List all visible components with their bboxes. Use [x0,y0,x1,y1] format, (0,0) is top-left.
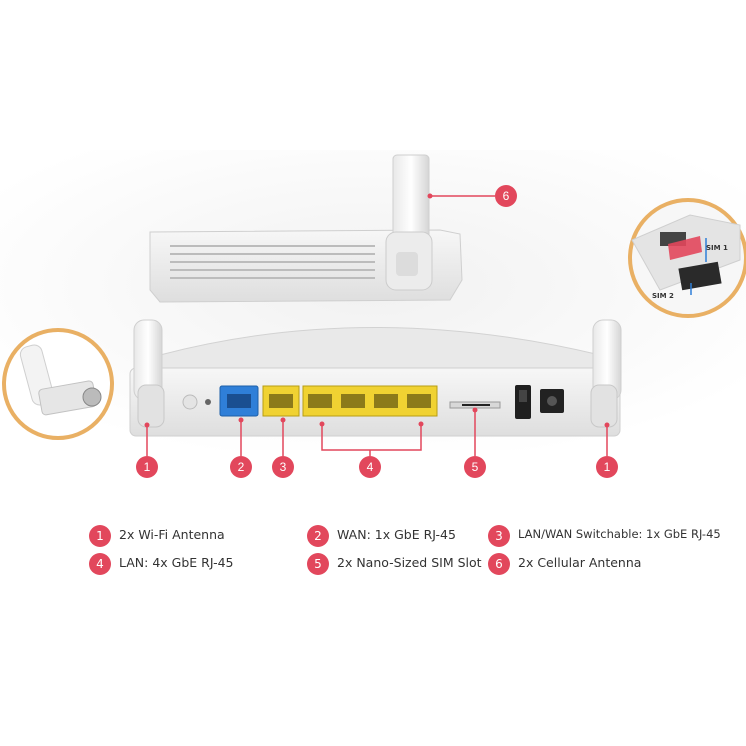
sim-slot-inset [628,198,746,318]
callout-badge-2: 2 [230,456,252,478]
sim2-label: SIM 2 [652,292,674,300]
legend-number: 4 [89,553,111,575]
legend-text: 2x Cellular Antenna [518,555,642,570]
antenna-connector-inset [2,328,114,440]
router-side-view [149,154,463,303]
legend-number: 2 [307,525,329,547]
legend-number: 1 [89,525,111,547]
legend-number: 6 [488,553,510,575]
callout-badge-5: 5 [464,456,486,478]
callout-badge-6: 6 [495,185,517,207]
legend-text: WAN: 1x GbE RJ-45 [337,527,456,542]
legend-number: 5 [307,553,329,575]
callout-badge-1-right: 1 [596,456,618,478]
legend-text: LAN: 4x GbE RJ-45 [119,555,234,570]
callout-badge-1-left: 1 [136,456,158,478]
callout-badge-4: 4 [359,456,381,478]
legend-text: 2x Nano-Sized SIM Slot [337,555,482,570]
callout-badge-3: 3 [272,456,294,478]
router-rear-view [129,319,622,437]
legend-text: 2x Wi-Fi Antenna [119,527,225,542]
legend-text: LAN/WAN Switchable: 1x GbE RJ-45 [518,527,721,541]
legend-number: 3 [488,525,510,547]
sim1-label: SIM 1 [706,244,728,252]
